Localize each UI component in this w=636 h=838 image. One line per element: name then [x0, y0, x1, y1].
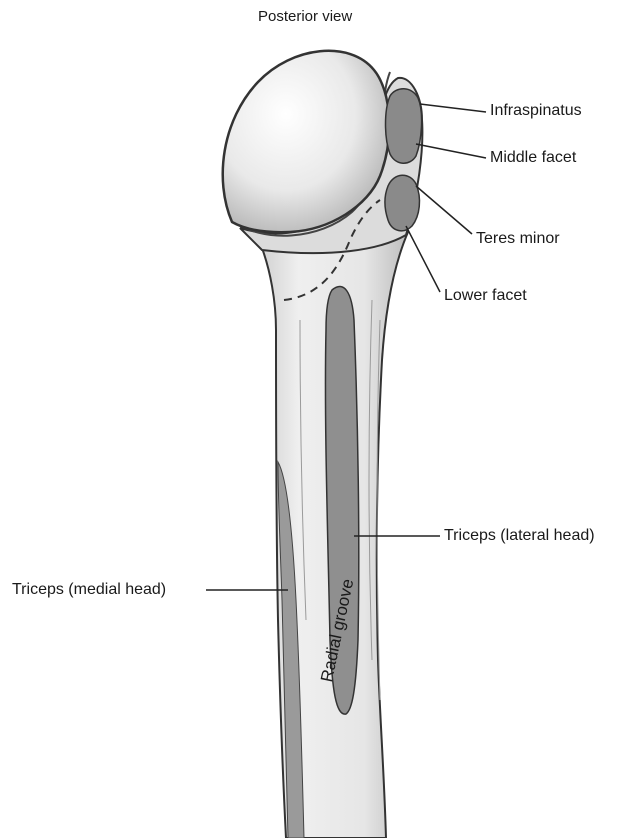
middle-facet-leader	[416, 144, 486, 158]
label-middle-facet: Middle facet	[490, 149, 576, 167]
label-infraspinatus: Infraspinatus	[490, 102, 582, 120]
infraspinatus-leader	[420, 104, 486, 112]
infraspinatus-facet	[386, 89, 422, 164]
teres-minor-leader	[416, 186, 472, 234]
label-triceps-lateral: Triceps (lateral head)	[444, 527, 595, 545]
teres-minor-facet	[385, 175, 419, 231]
figure-title: Posterior view	[258, 8, 352, 26]
lower-facet-leader	[406, 226, 440, 292]
label-teres-minor: Teres minor	[476, 230, 560, 248]
label-triceps-medial: Triceps (medial head)	[12, 581, 166, 599]
label-lower-facet: Lower facet	[444, 287, 527, 305]
